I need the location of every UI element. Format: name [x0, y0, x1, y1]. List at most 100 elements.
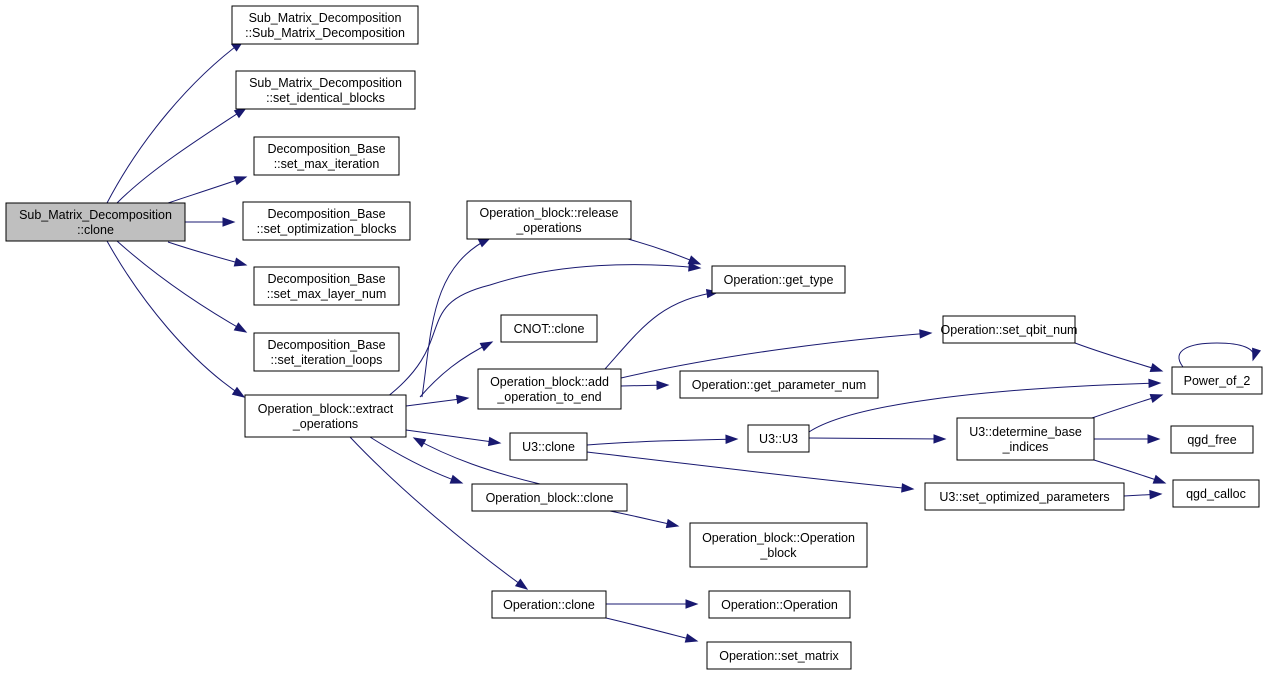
node-label: Operation::clone	[503, 598, 595, 612]
node-box	[1170, 425, 1254, 454]
node-box	[253, 332, 400, 372]
node-label: ::clone	[77, 223, 114, 237]
node-label: _block	[759, 546, 797, 560]
node-op-sqn[interactable]: Operation::set_qbit_num	[941, 315, 1078, 344]
node-qgd-free[interactable]: qgd_free	[1170, 425, 1254, 454]
node-box	[1171, 366, 1263, 395]
edge-u3_dbi-to-pow2	[1091, 393, 1164, 419]
node-box	[477, 368, 622, 410]
edges-layer	[106, 40, 1262, 643]
edge-ob_add-to-op_gpn	[620, 380, 670, 390]
edge-arrowhead	[222, 217, 236, 227]
edge-root-to-db_smln	[167, 241, 248, 267]
edge-ob_clone-to-ob_ctor	[609, 510, 680, 529]
edge-op_clone-to-op_ctor	[606, 599, 699, 609]
node-box	[491, 590, 607, 619]
node-ob-add[interactable]: Operation_block::add_operation_to_end	[477, 368, 622, 410]
node-box	[231, 5, 419, 45]
node-label: Decomposition_Base	[267, 338, 385, 352]
node-op-get-type[interactable]: Operation::get_type	[711, 265, 846, 294]
edge-ob_extract-to-u3_clone	[405, 429, 502, 447]
nodes-layer: Sub_Matrix_Decomposition::cloneSub_Matri…	[5, 5, 1263, 670]
edge-arrowhead	[412, 437, 427, 448]
node-label: Operation::get_type	[724, 273, 834, 287]
edge-arrowhead	[233, 257, 248, 267]
node-ob-ctor[interactable]: Operation_block::Operation_block	[689, 522, 868, 568]
node-u3-u3[interactable]: U3::U3	[747, 424, 810, 453]
edge-arrowhead	[1152, 474, 1167, 484]
edge-u3_sop-to-qgd_calloc	[1123, 489, 1163, 500]
node-u3-dbi[interactable]: U3::determine_base_indices	[956, 417, 1095, 461]
node-op-gpn[interactable]: Operation::get_parameter_num	[679, 370, 879, 399]
edge-u3_clone-to-u3_u3	[586, 434, 739, 446]
node-db-sil[interactable]: Decomposition_Base::set_iteration_loops	[253, 332, 400, 372]
node-label: Sub_Matrix_Decomposition	[249, 11, 402, 25]
node-db-smi[interactable]: Decomposition_Base::set_max_iteration	[253, 136, 400, 176]
node-db-smln[interactable]: Decomposition_Base::set_max_layer_num	[253, 266, 400, 306]
edge-arrowhead	[487, 436, 502, 447]
node-ob-extract[interactable]: Operation_block::extract_operations	[244, 394, 407, 438]
edge-arrowhead	[1147, 434, 1161, 444]
node-u3-sop[interactable]: U3::set_optimized_parameters	[924, 482, 1125, 511]
edge-u3_dbi-to-qgd_free	[1094, 434, 1161, 444]
node-cnot-clone[interactable]: CNOT::clone	[500, 314, 598, 343]
node-label: U3::clone	[522, 440, 575, 454]
node-label: CNOT::clone	[514, 322, 585, 336]
node-label: Decomposition_Base	[267, 142, 385, 156]
node-box	[747, 424, 810, 453]
edge-u3_u3-to-u3_dbi	[808, 434, 947, 444]
node-smd-sib[interactable]: Sub_Matrix_Decomposition::set_identical_…	[235, 70, 416, 110]
edge-arrowhead	[1149, 363, 1164, 373]
edge-arrowhead	[1252, 347, 1262, 362]
edge-arrowhead	[455, 394, 470, 405]
node-label: Decomposition_Base	[267, 207, 385, 221]
node-label: ::set_optimization_blocks	[257, 222, 397, 236]
edge-arrowhead	[656, 380, 670, 390]
node-smd-ctor[interactable]: Sub_Matrix_Decomposition::Sub_Matrix_Dec…	[231, 5, 419, 45]
node-label: Operation::set_qbit_num	[941, 323, 1078, 337]
edge-u3_clone-to-u3_sop	[586, 451, 915, 493]
node-qgd-calloc[interactable]: qgd_calloc	[1172, 479, 1260, 508]
node-box	[466, 200, 632, 240]
node-ob-clone[interactable]: Operation_block::clone	[471, 483, 628, 512]
edge-ob_extract-to-op_clone	[349, 436, 529, 590]
edge-root-to-db_sil	[116, 240, 248, 333]
node-label: _indices	[1002, 440, 1049, 454]
node-box	[500, 314, 598, 343]
node-box	[5, 202, 186, 242]
node-label: Operation::get_parameter_num	[692, 378, 866, 392]
node-label: _operations	[515, 221, 581, 235]
edge-arrowhead	[933, 434, 947, 444]
edge-ob_extract-to-cnot_clone	[419, 341, 494, 398]
node-label: Operation_block::release	[480, 206, 619, 220]
edge-arrowhead	[684, 633, 699, 643]
edge-arrowhead	[233, 322, 248, 333]
edge-ob_extract-to-ob_release	[421, 237, 492, 398]
node-label: U3::determine_base	[969, 425, 1082, 439]
node-pow2[interactable]: Power_of_2	[1171, 366, 1263, 395]
node-db-sob[interactable]: Decomposition_Base::set_optimization_blo…	[242, 201, 411, 241]
edge-ob_extract-to-ob_clone	[369, 436, 464, 484]
edge-arrowhead	[1149, 393, 1164, 403]
node-box	[471, 483, 628, 512]
node-op-set-matrix[interactable]: Operation::set_matrix	[706, 641, 852, 670]
node-box	[924, 482, 1125, 511]
node-op-ctor[interactable]: Operation::Operation	[708, 590, 851, 619]
node-label: ::set_max_layer_num	[267, 287, 387, 301]
node-box	[689, 522, 868, 568]
edge-arrowhead	[688, 262, 702, 272]
node-label: Operation_block::extract	[258, 402, 394, 416]
edge-ob_clone-to-ob_extract	[412, 437, 541, 485]
node-label: qgd_calloc	[1186, 487, 1246, 501]
node-label: _operations	[292, 417, 358, 431]
node-op-clone[interactable]: Operation::clone	[491, 590, 607, 619]
node-label: U3::set_optimized_parameters	[939, 490, 1109, 504]
node-root[interactable]: Sub_Matrix_Decomposition::clone	[5, 202, 186, 242]
node-label: qgd_free	[1187, 433, 1236, 447]
node-label: Operation_block::Operation	[702, 531, 855, 545]
node-u3-clone[interactable]: U3::clone	[509, 432, 588, 461]
edge-root-to-smd_ctor	[106, 40, 245, 204]
node-box	[708, 590, 851, 619]
node-ob-release[interactable]: Operation_block::release_operations	[466, 200, 632, 240]
node-label: Operation_block::add	[490, 375, 609, 389]
